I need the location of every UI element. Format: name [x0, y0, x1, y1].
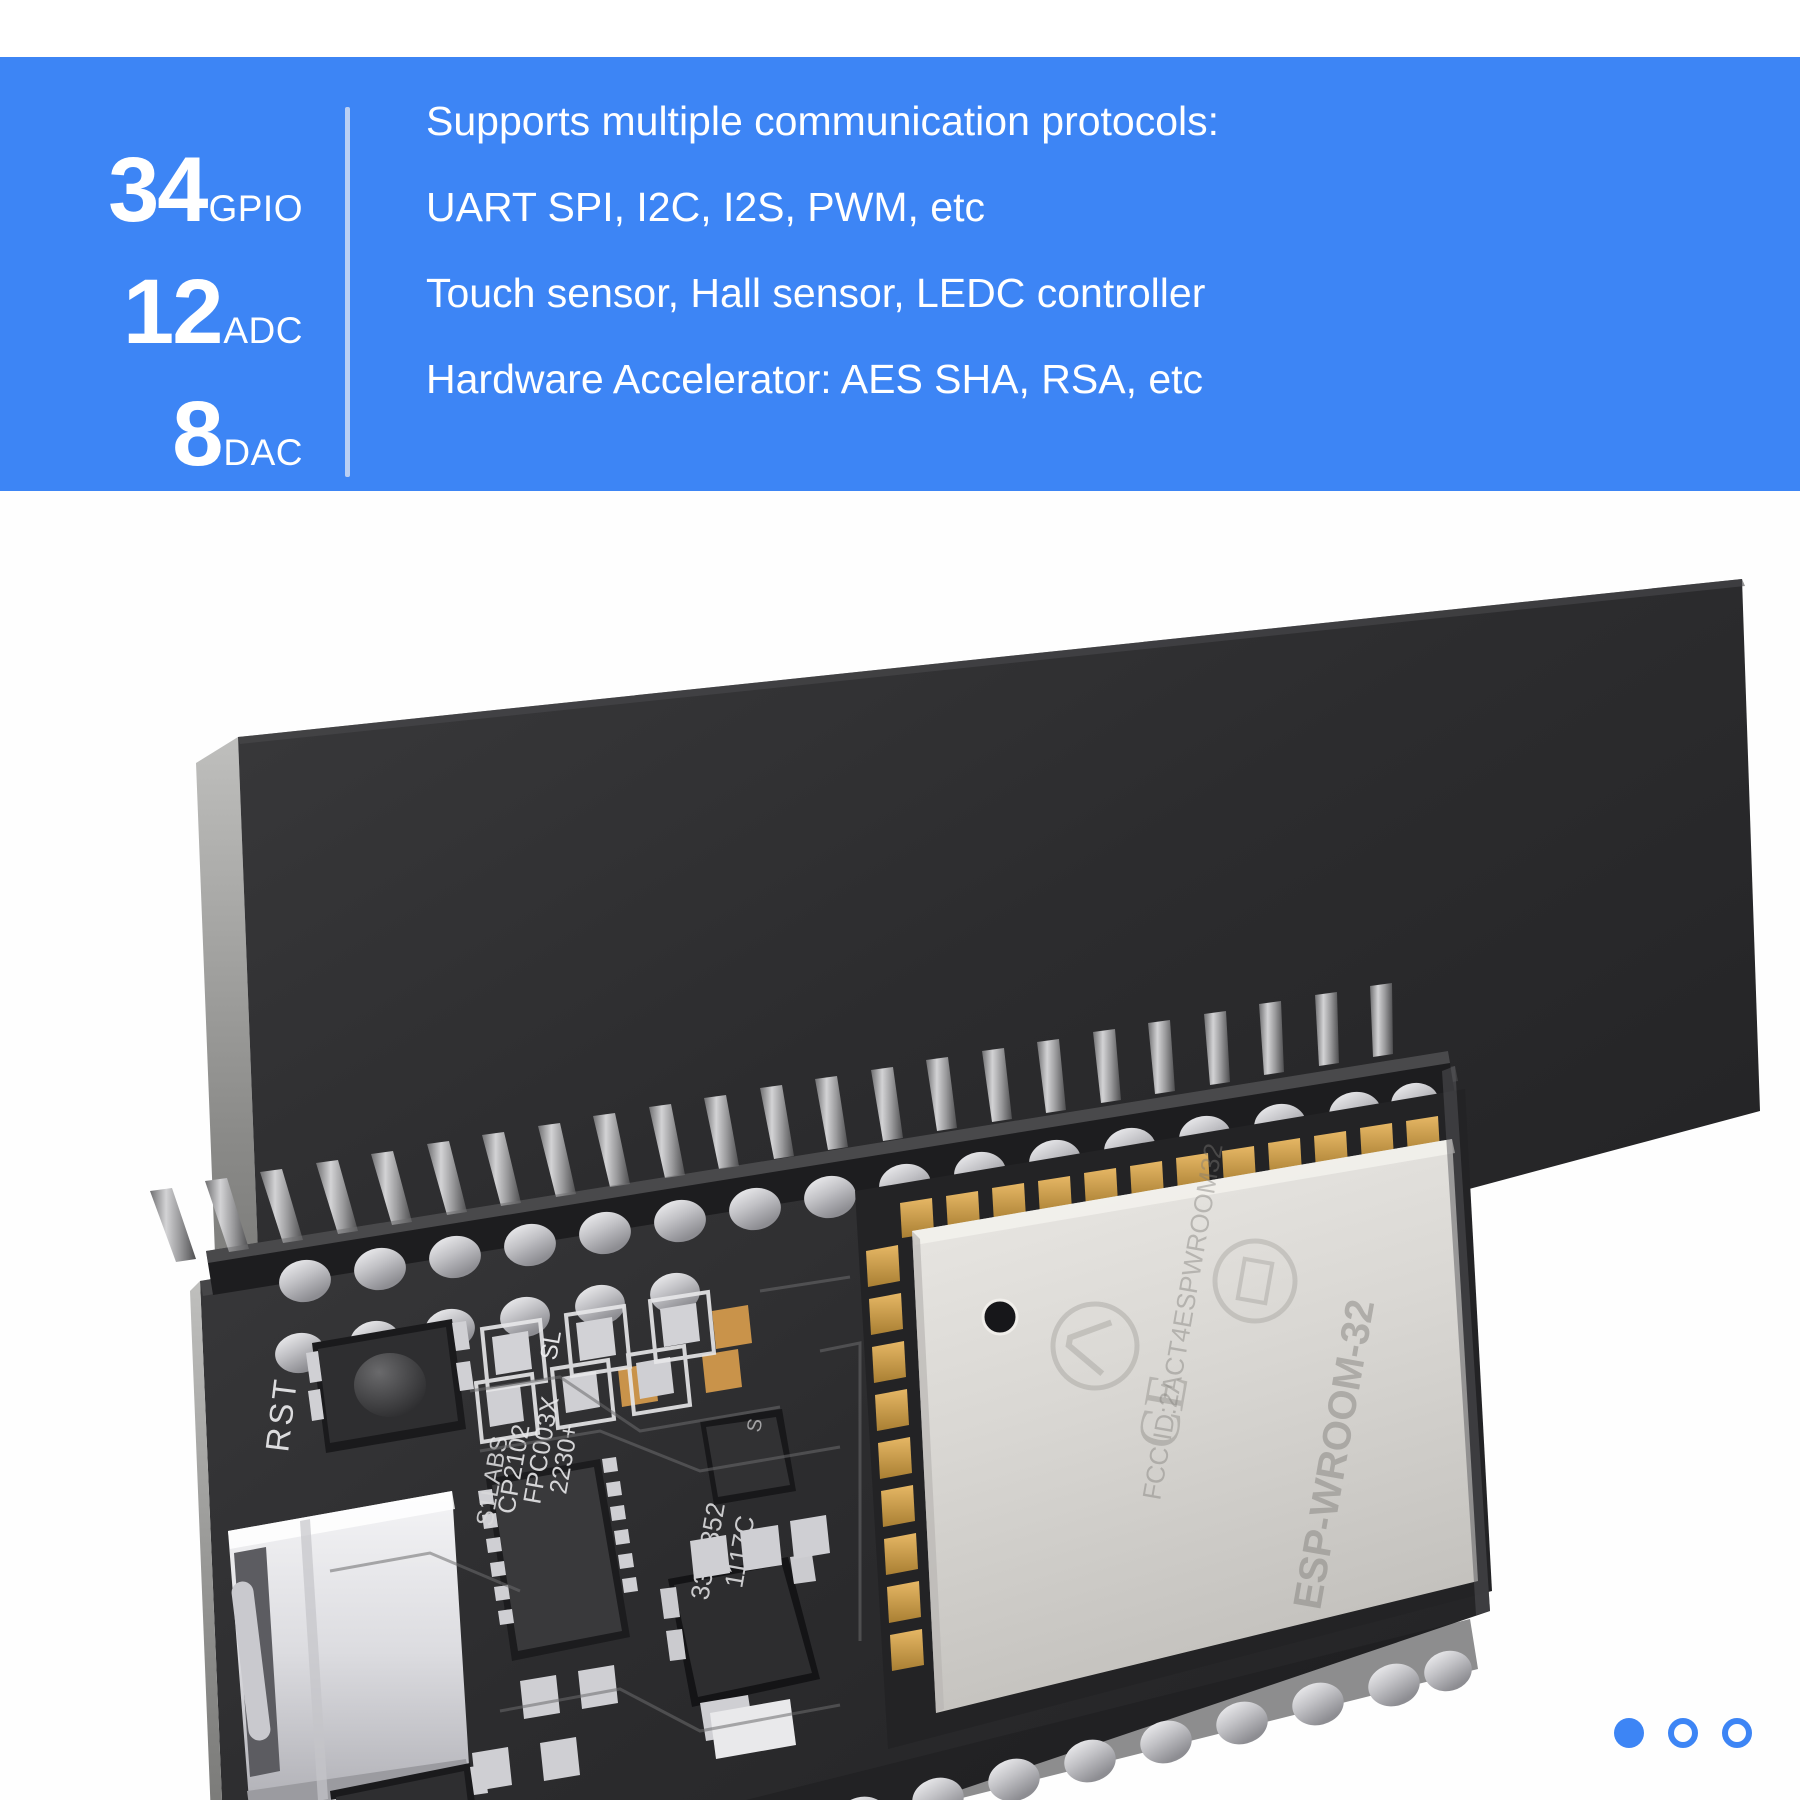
- svg-text:RST: RST: [258, 1375, 304, 1454]
- stat-adc-row: 12 ADC: [0, 261, 303, 364]
- pagination-dot-1[interactable]: [1614, 1718, 1644, 1748]
- stat-gpio-row: 34 GPIO: [0, 139, 303, 242]
- esp32-board-illustration: FCC ID:2ACT4ESPWROOM32 ESP-WROOM-32 CE: [0, 491, 1800, 1800]
- pcb-right-edge: [1442, 1066, 1490, 1615]
- ldo-regulator-ic: 1117C 33 C352: [660, 1500, 820, 1707]
- vertical-divider: [345, 107, 350, 477]
- stat-gpio: 34 GPIO: [0, 109, 345, 242]
- stat-adc-label: ADC: [223, 310, 303, 352]
- stat-gpio-number: 34: [108, 139, 208, 242]
- stat-dac: 8 DAC: [0, 353, 345, 486]
- feature-line-2: UART SPI, I2C, I2S, PWM, etc: [426, 184, 985, 230]
- usb-type-c-connector: [228, 1491, 470, 1800]
- chip-line-sl: SL: [535, 1328, 567, 1362]
- usb-uart-bridge-ic: 2230+ FPC003X CP2102 S1LABS: [471, 1394, 638, 1661]
- stats-column: 34 GPIO 12 ADC 8 DAC: [0, 57, 345, 486]
- svg-text:S: S: [743, 1417, 767, 1434]
- feature-line-1: Supports multiple communication protocol…: [426, 98, 1220, 144]
- smd-passives: SL: [472, 1289, 830, 1791]
- feature-line-4: Hardware Accelerator: AES SHA, RSA, etc: [426, 356, 1204, 402]
- esp-wroom-32-module: FCC ID:2ACT4ESPWROOM32 ESP-WROOM-32 CE: [855, 1089, 1492, 1749]
- features-column: Supports multiple communication protocol…: [350, 57, 1800, 400]
- stat-gpio-label: GPIO: [208, 188, 303, 230]
- stat-dac-label: DAC: [223, 432, 303, 474]
- stat-adc-number: 12: [123, 261, 223, 364]
- rst-silkscreen-label: RST: [258, 1375, 304, 1454]
- module-ce-mark: CE: [1124, 1369, 1201, 1453]
- pagination-dot-2[interactable]: [1668, 1718, 1698, 1748]
- pagination-dots[interactable]: [1614, 1718, 1752, 1748]
- spec-banner: 34 GPIO 12 ADC 8 DAC Supports multiple c…: [0, 57, 1800, 491]
- stat-dac-number: 8: [172, 383, 223, 486]
- reset-button: [306, 1319, 474, 1453]
- pcb-traces: [329, 1275, 862, 1733]
- bottom-pad-row: [746, 1619, 1478, 1800]
- pagination-dot-3[interactable]: [1722, 1718, 1752, 1748]
- sot23-transistor: S: [700, 1409, 796, 1505]
- stat-adc: 12 ADC: [0, 231, 345, 364]
- stat-dac-row: 8 DAC: [0, 383, 303, 486]
- feature-line-3: Touch sensor, Hall sensor, LEDC controll…: [426, 270, 1206, 316]
- banner-content: 34 GPIO 12 ADC 8 DAC Supports multiple c…: [0, 57, 1800, 491]
- product-photo: FCC ID:2ACT4ESPWROOM32 ESP-WROOM-32 CE: [0, 491, 1800, 1800]
